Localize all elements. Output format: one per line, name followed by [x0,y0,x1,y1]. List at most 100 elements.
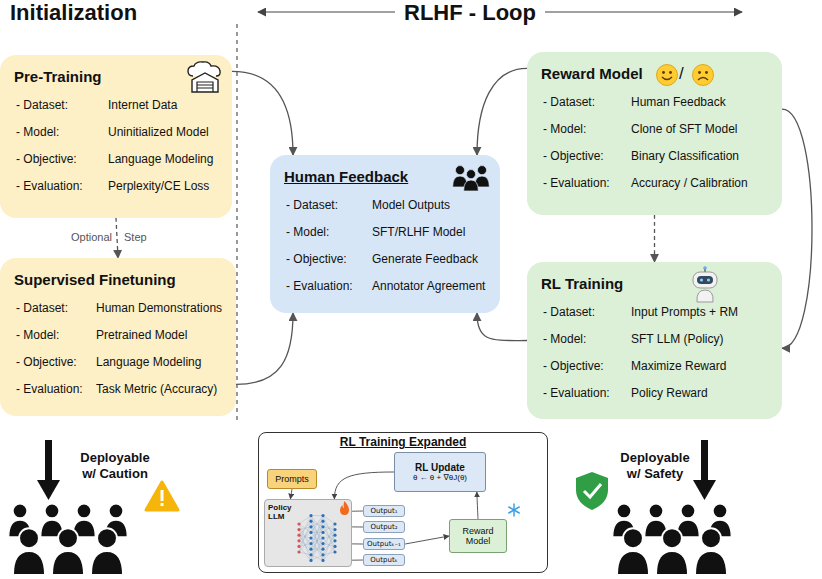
separator-text: / [679,64,684,84]
field-name: - Objective: [541,149,629,163]
reward-box: Reward Model [449,519,507,553]
field-name: - Evaluation: [541,386,629,400]
neural-network [295,510,341,566]
robot-icon [690,266,720,304]
field-value: Perplexity/CE Loss [106,179,218,193]
box-label: θ ← θ + ∇θJ(θ) [413,473,467,482]
field-name: - Model: [541,332,629,346]
card-heading: Human Feedback [284,168,486,185]
field-value: Pretrained Model [94,328,222,342]
field-value: Clone of SFT Model [629,122,768,136]
box-label: Output₂ [370,523,397,531]
field-name: - Objective: [284,252,370,266]
field-name: - Objective: [541,359,629,373]
field-value: SFT LLM (Policy) [629,332,768,346]
card-heading: Supervised Finetuning [14,271,222,288]
output-box: Outputₖ₋₁ [363,538,405,550]
title-arrow [545,11,742,12]
field-list: - Dataset:Input Prompts + RM- Model:SFT … [541,305,768,400]
flow-connector [654,215,655,262]
flow-connector [477,492,478,519]
field-name: - Dataset: [14,98,106,112]
flow-connector [334,472,394,499]
field-value: Input Prompts + RM [629,305,768,319]
flow-connector [116,218,118,258]
stage-card: Pre-Training - Dataset:Internet Data- Mod… [0,55,232,218]
field-value: Uninitialized Model [106,125,218,139]
field-name: - Evaluation: [284,279,370,293]
field-name: - Objective: [14,355,94,369]
flow-connector [232,71,293,155]
flow-connector [477,68,527,155]
field-list: - Dataset:Human Demonstrations- Model:Pr… [14,301,222,396]
panel-title: RL Training Expanded [259,435,547,449]
field-value: Binary Classification [629,149,768,163]
expanded-panel: RL Training ExpandedPrompts RL Updateθ ← … [258,432,548,573]
flow-connector [352,560,363,561]
output-box: Output₂ [363,521,405,533]
box-label: Prompts [275,474,309,484]
edge-note: Optional [50,231,112,244]
field-name: - Model: [14,328,94,342]
flow-connector [477,313,527,341]
datacenter-icon [186,61,224,93]
field-name: - Dataset: [14,301,94,315]
flow-connector [782,109,812,348]
emoji-faces [655,63,715,89]
field-name: - Evaluation: [14,382,94,396]
flow-connector [290,489,292,499]
field-name: - Evaluation: [14,179,106,193]
flame-icon [339,501,350,515]
field-value: Human Feedback [629,95,768,109]
output-box: Outputₖ [363,554,405,566]
flow-connector [352,511,363,512]
snowflake-icon [507,503,521,517]
stage-card: Reward Model - Dataset:Human Feedback- Mo… [527,52,782,215]
field-value: Model Outputs [370,198,486,212]
section-divider [236,24,237,420]
field-value: Accuracy / Calibration [629,176,768,190]
update-box: RL Updateθ ← θ + ∇θJ(θ) [394,452,486,492]
title-arrow [258,11,395,12]
field-name: - Model: [284,225,370,239]
prompts-box: Prompts [267,469,317,489]
edge-note: Step [124,231,147,244]
field-value: Human Demonstrations [94,301,222,315]
policy-box: Policy LLM [264,499,352,567]
field-value: Policy Reward [629,386,768,400]
field-value: Generate Feedback [370,252,486,266]
box-label: Outputₖ [370,556,397,564]
field-value: Maximize Reward [629,359,768,373]
field-value: Internet Data [106,98,218,112]
field-list: - Dataset:Internet Data- Model:Uninitial… [14,98,218,193]
people-icon [452,163,490,191]
box-label: RL Update [415,462,465,474]
field-list: - Dataset:Model Outputs- Model:SFT/RLHF … [284,198,486,293]
box-label: Reward Model [455,526,501,547]
card-heading: Reward Model [541,65,768,82]
section-title: RLHF - Loop [400,0,540,26]
deploy-label: Deployable w/ Caution [72,450,158,481]
flow-connector [405,536,449,544]
shield-icon [576,472,608,510]
field-value: Language Modeling [106,152,218,166]
field-name: - Dataset: [284,198,370,212]
warning-sign [146,482,178,510]
flow-connector [352,526,363,527]
deploy-label: Deployable w/ Safety [612,450,698,481]
stage-card: RL Training- Dataset:Input Prompts + RM-… [527,262,782,419]
field-value: Task Metric (Accuracy) [94,382,222,396]
card-heading: Pre-Training [14,68,218,85]
card-heading: RL Training [541,275,768,292]
field-name: - Dataset: [541,305,629,319]
field-value: Language Modeling [94,355,222,369]
field-value: SFT/RLHF Model [370,225,486,239]
flow-connector [236,313,293,384]
box-label: Outputₖ₋₁ [367,540,401,548]
people-crowd [9,504,128,575]
field-list: - Dataset:Human Feedback- Model:Clone of… [541,95,768,190]
people-crowd [613,504,732,575]
section-title: Initialization [10,0,137,26]
deploy-arrow [37,440,716,500]
box-label: Output₁ [370,507,397,515]
